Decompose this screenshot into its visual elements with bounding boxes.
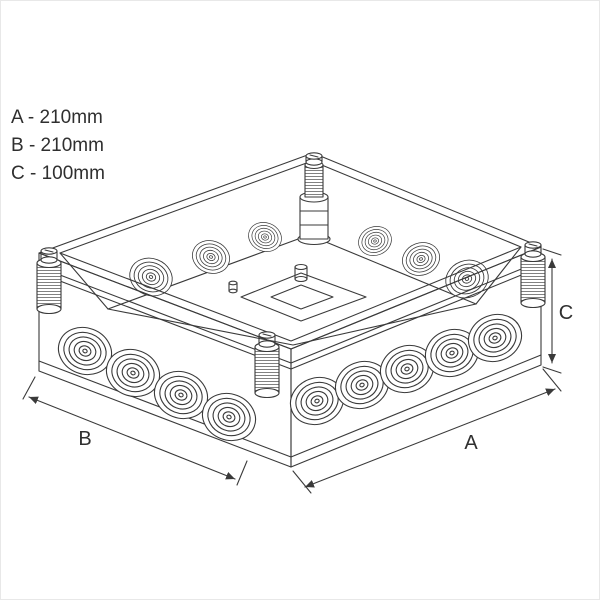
legend-item-a: A - 210mm	[11, 107, 103, 128]
box-rim	[38, 152, 542, 350]
dimension-arrow-c	[542, 248, 562, 374]
dimension-label-b: B	[78, 428, 91, 450]
dimension-arrow-a	[292, 368, 562, 494]
legend-item-c: C - 100mm	[11, 163, 105, 184]
corner-screw-icon	[254, 331, 280, 399]
cable-knockout	[187, 234, 235, 280]
dimension-arrow-b	[22, 376, 248, 486]
dimension-label-c: C	[559, 302, 573, 324]
legend-item-b: B - 210mm	[11, 135, 104, 156]
corner-screw-icon	[520, 241, 546, 309]
legend: A - 210mm B - 210mm C - 100mm	[11, 107, 105, 184]
cable-knockout	[243, 217, 287, 257]
dimension-label-a: A	[464, 432, 478, 454]
corner-screw-icon	[36, 247, 62, 315]
box-interior	[59, 160, 522, 346]
floor-mounting-plate	[228, 263, 367, 322]
cable-knockout	[353, 221, 397, 261]
far-corner-screw-tower	[297, 152, 331, 246]
